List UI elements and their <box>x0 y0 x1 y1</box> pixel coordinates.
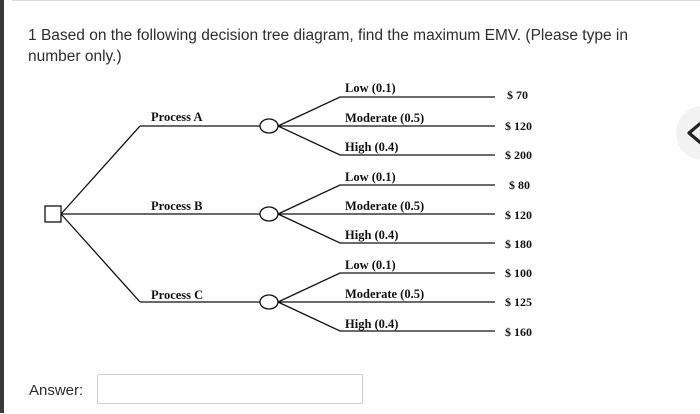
outcome-b-high-line <box>277 213 495 244</box>
outcome-a-low-label: Low (0.1) <box>345 81 396 95</box>
outcome-c-high-line <box>277 301 495 332</box>
outcome-b-low-label: Low (0.1) <box>345 170 396 184</box>
window-left-edge <box>0 0 4 413</box>
branch-process-c-diagonal <box>60 213 141 303</box>
answer-input[interactable] <box>97 374 363 404</box>
payoff-c-low: $ 100 <box>505 266 532 280</box>
outcome-c-low-label: Low (0.1) <box>345 258 396 272</box>
answer-label: Answer: <box>29 382 84 399</box>
payoff-b-high: $ 180 <box>505 237 532 251</box>
decision-node <box>44 205 62 223</box>
outcome-a-low-line <box>277 96 495 127</box>
decision-tree-lines <box>44 96 495 332</box>
payoff-c-high: $ 160 <box>505 325 532 339</box>
chance-node-c <box>259 294 279 310</box>
payoff-b-moderate: $ 120 <box>505 208 532 222</box>
question-number: 1 <box>28 27 37 44</box>
outcome-a-high-label: High (0.4) <box>345 140 399 154</box>
question-text: 1 Based on the following decision tree d… <box>28 25 678 67</box>
outcome-c-low-line <box>277 272 495 303</box>
chance-node-b <box>259 206 279 222</box>
outcome-c-moderate-label: Moderate (0.5) <box>345 287 425 301</box>
outcome-b-moderate-label: Moderate (0.5) <box>345 199 425 213</box>
payoff-c-moderate: $ 125 <box>505 295 532 309</box>
question-card: 1 Based on the following decision tree d… <box>12 0 700 414</box>
payoff-a-low: $ 70 <box>507 88 528 102</box>
chance-node-a <box>259 118 279 134</box>
outcome-b-high-label: High (0.4) <box>345 228 399 242</box>
chevron-left-icon <box>687 121 700 145</box>
outcome-a-high-line <box>277 125 495 156</box>
payoff-a-moderate: $ 120 <box>505 119 532 133</box>
process-c-label: Process C <box>151 288 204 302</box>
question-prompt: Based on the following decision tree dia… <box>28 27 628 65</box>
decision-tree-figure: Process A Process B Process C Low (0.1) … <box>40 77 660 367</box>
outcome-b-low-line <box>277 184 495 215</box>
process-a-label: Process A <box>151 110 203 124</box>
outcome-a-moderate-label: Moderate (0.5) <box>345 111 425 125</box>
process-b-label: Process B <box>151 199 203 213</box>
payoff-a-high: $ 200 <box>505 148 532 162</box>
outcome-c-high-label: High (0.4) <box>345 317 399 331</box>
branch-process-a-diagonal <box>60 125 141 215</box>
payoff-b-low: $ 80 <box>509 178 530 192</box>
